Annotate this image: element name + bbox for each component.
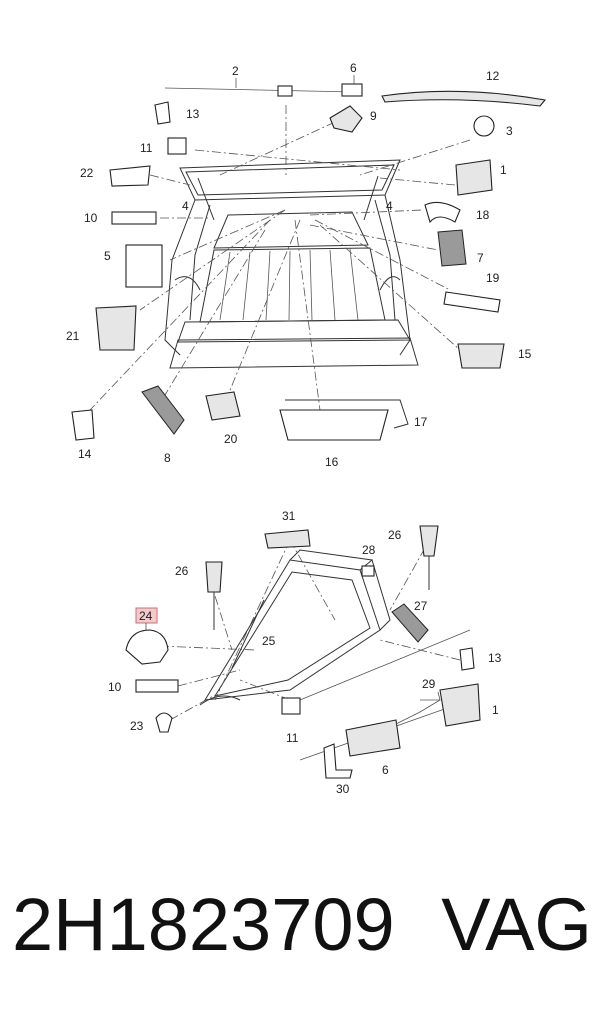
callout-28: 28 — [362, 543, 376, 557]
part-27-corrugated-hose — [391, 603, 429, 643]
part-3-ring — [473, 115, 495, 137]
part-17-window-seal — [285, 399, 409, 429]
part-6-actuator — [345, 719, 401, 757]
part-22-cover — [109, 165, 151, 187]
callout-4-right: 4 — [386, 199, 393, 213]
part-10-hinge-plate — [111, 211, 157, 225]
part-10-hinge-plate-bottom — [135, 679, 179, 693]
callout-30: 30 — [336, 782, 350, 796]
parts-diagram: 2 6 9 12 13 3 11 1 22 4 4 18 10 7 5 19 2… — [66, 61, 547, 796]
callout-27: 27 — [414, 599, 428, 613]
callout-5: 5 — [104, 249, 111, 263]
callout-10: 10 — [84, 211, 98, 225]
callout-3: 3 — [506, 124, 513, 138]
part-12-spoiler — [381, 90, 547, 107]
callout-12: 12 — [486, 69, 500, 83]
callout-10-bottom: 10 — [108, 680, 122, 694]
callout-6: 6 — [350, 61, 357, 75]
callout-26-left: 26 — [175, 564, 189, 578]
part-31-handle — [264, 529, 311, 549]
pickup-rear-view — [164, 159, 419, 369]
part-18-seal — [424, 201, 461, 224]
brand-label: VAG — [441, 883, 592, 966]
part-1-lock-unit-bottom — [439, 683, 481, 727]
callout-1-bottom: 1 — [492, 703, 499, 717]
callout-25: 25 — [262, 634, 276, 648]
caption: 2H1823709 VAG — [12, 888, 592, 998]
callout-24: 24 — [139, 609, 153, 623]
part-19-light-strip — [443, 291, 501, 313]
part-21-handle — [95, 305, 137, 351]
part-13-clip — [154, 101, 171, 125]
callout-4-left: 4 — [182, 199, 189, 213]
part-13-clip-bottom — [459, 647, 475, 671]
callout-2: 2 — [232, 64, 239, 78]
part-23-push-pin — [155, 712, 173, 733]
callout-22: 22 — [80, 166, 94, 180]
part-9-bracket — [329, 105, 363, 133]
part-16-window-glass — [279, 409, 389, 441]
callout-13: 13 — [186, 107, 200, 121]
callout-7: 7 — [477, 251, 484, 265]
part-14-bracket — [71, 409, 95, 441]
part-15-lamp — [457, 343, 505, 369]
callout-11-bottom: 11 — [286, 731, 299, 745]
part-11-switch — [167, 137, 187, 155]
callout-17: 17 — [414, 415, 428, 429]
callout-21: 21 — [66, 329, 80, 343]
callout-18: 18 — [476, 208, 490, 222]
part-number: 2H1823709 — [12, 883, 395, 966]
callout-20: 20 — [224, 432, 238, 446]
part-7-pad — [437, 229, 467, 267]
callout-31: 31 — [282, 509, 296, 523]
part-25-gas-strut — [231, 599, 265, 669]
part-5-hinge — [125, 244, 163, 288]
part-26-strut-mount-left — [205, 561, 223, 593]
callout-19: 19 — [486, 271, 500, 285]
callout-15: 15 — [518, 347, 532, 361]
part-20-module — [205, 391, 241, 421]
part-24-bracket — [125, 629, 169, 665]
callout-1: 1 — [500, 163, 507, 177]
callout-9: 9 — [370, 109, 377, 123]
callout-26-right: 26 — [388, 528, 402, 542]
callout-29: 29 — [422, 677, 436, 691]
callout-14: 14 — [78, 447, 92, 461]
callout-16: 16 — [325, 455, 339, 469]
callout-13-bottom: 13 — [488, 651, 502, 665]
bed-ribs — [219, 248, 359, 321]
part-28-clip — [361, 565, 375, 577]
callout-8: 8 — [164, 451, 171, 465]
callout-6-bottom: 6 — [382, 763, 389, 777]
leader-lines-top — [89, 105, 471, 411]
part-2-wiring-harness — [164, 78, 363, 97]
callout-24-highlight — [135, 607, 158, 624]
part-26-strut-mount-right — [419, 525, 439, 557]
part-30-bracket — [323, 743, 353, 779]
part-11-switch-bottom — [281, 697, 301, 715]
callout-23: 23 — [130, 719, 144, 733]
part-1-lock-unit — [455, 159, 493, 196]
callout-11: 11 — [140, 141, 153, 155]
part-8-corrugated-hose — [141, 385, 185, 435]
